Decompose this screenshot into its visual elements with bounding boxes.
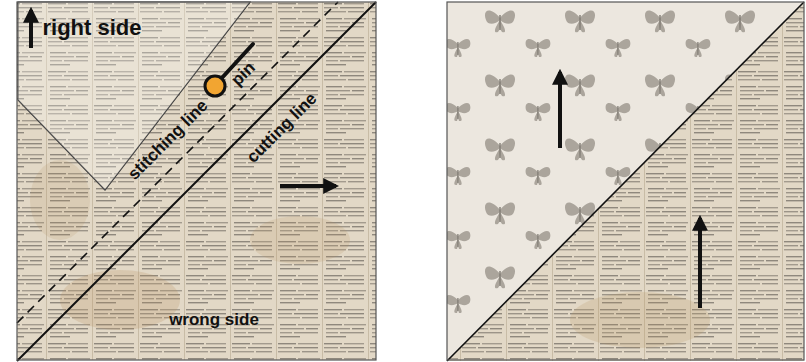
fabric-stain bbox=[30, 160, 90, 240]
fabric-stain bbox=[250, 216, 350, 264]
fabric-square bbox=[17, 2, 376, 360]
pin-head bbox=[205, 76, 225, 96]
stitching-line bbox=[17, 2, 338, 323]
part-label: pin bbox=[228, 58, 259, 89]
fabric-stain bbox=[570, 292, 710, 348]
grain-arrow bbox=[280, 184, 336, 188]
text-fabric-triangle bbox=[447, 2, 804, 361]
side-label: wrong side bbox=[169, 311, 259, 330]
grain-arrow bbox=[29, 10, 33, 48]
cutting-line bbox=[17, 2, 376, 361]
seam-line bbox=[447, 2, 804, 361]
line-label: stitching line bbox=[124, 96, 211, 183]
butterfly-fabric-triangle bbox=[447, 2, 804, 361]
grain-arrow bbox=[698, 218, 702, 308]
line-label: cutting line bbox=[243, 89, 320, 166]
square-outline bbox=[447, 2, 804, 360]
side-label: right side bbox=[42, 16, 141, 40]
grain-arrow bbox=[558, 72, 562, 148]
square-outline bbox=[17, 2, 376, 360]
